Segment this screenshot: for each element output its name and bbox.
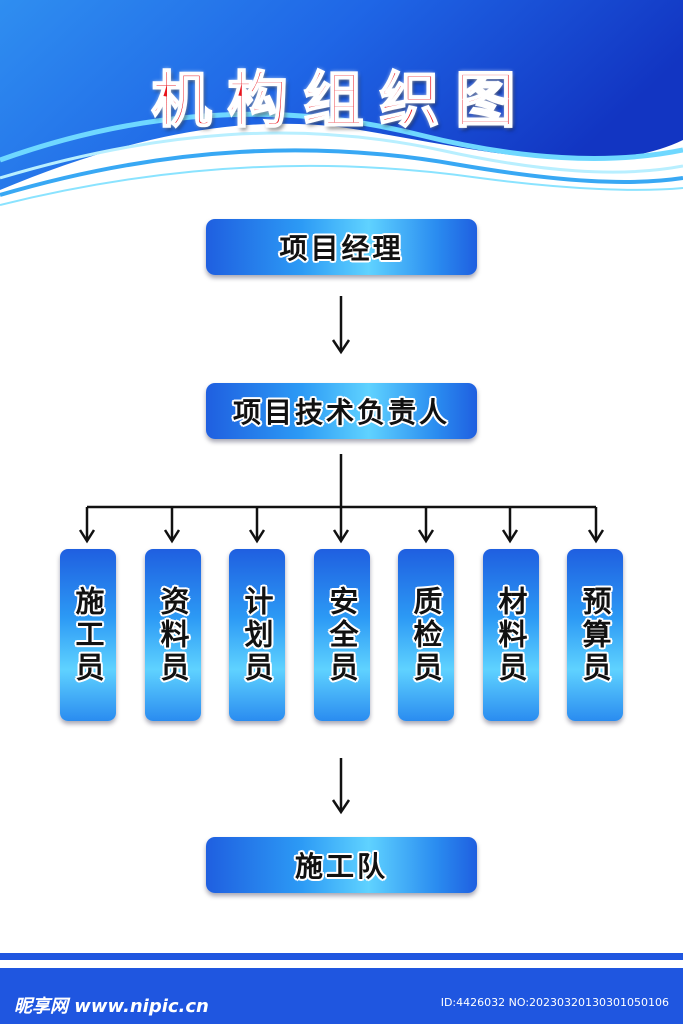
node-role: 计划员: [229, 549, 285, 721]
node-role: 质检员: [398, 549, 454, 721]
node-technical-lead: 项目技术负责人: [206, 383, 477, 439]
node-role: 施工员: [60, 549, 116, 721]
branch-arrowhead: [332, 529, 350, 544]
branch-arrowhead: [417, 529, 435, 544]
branch-arrowhead: [78, 529, 96, 544]
branch-arrowhead: [587, 529, 605, 544]
role-label: 材料员: [494, 585, 528, 685]
branch-arrowhead: [248, 529, 266, 544]
role-label: 预算员: [578, 585, 612, 685]
role-label: 计划员: [240, 585, 274, 685]
node-role: 资料员: [145, 549, 201, 721]
watermark-site: 昵享网 www.nipic.cn: [14, 996, 209, 1017]
branch-arrowhead: [163, 529, 181, 544]
node-role: 材料员: [483, 549, 539, 721]
node-role: 安全员: [314, 549, 370, 721]
role-label: 资料员: [156, 585, 190, 685]
role-label: 安全员: [325, 585, 359, 685]
role-label: 施工员: [71, 585, 105, 685]
watermark-id: ID:4426032 NO:20230320130301050106: [440, 996, 669, 1009]
node-project-manager: 项目经理: [206, 219, 477, 275]
node-construction-team: 施工队: [206, 837, 477, 893]
page-title: 机构组织图: [151, 65, 532, 137]
node-role: 预算员: [567, 549, 623, 721]
branch-arrowhead: [501, 529, 519, 544]
footer-bar: [0, 968, 683, 1024]
node-technical-lead-label: 项目技术负责人: [232, 396, 450, 429]
role-label: 质检员: [409, 585, 443, 685]
node-construction-team-label: 施工队: [294, 850, 388, 883]
node-project-manager-label: 项目经理: [279, 232, 404, 265]
footer-stripe: [0, 953, 683, 960]
header-wave-background: [0, 0, 683, 206]
